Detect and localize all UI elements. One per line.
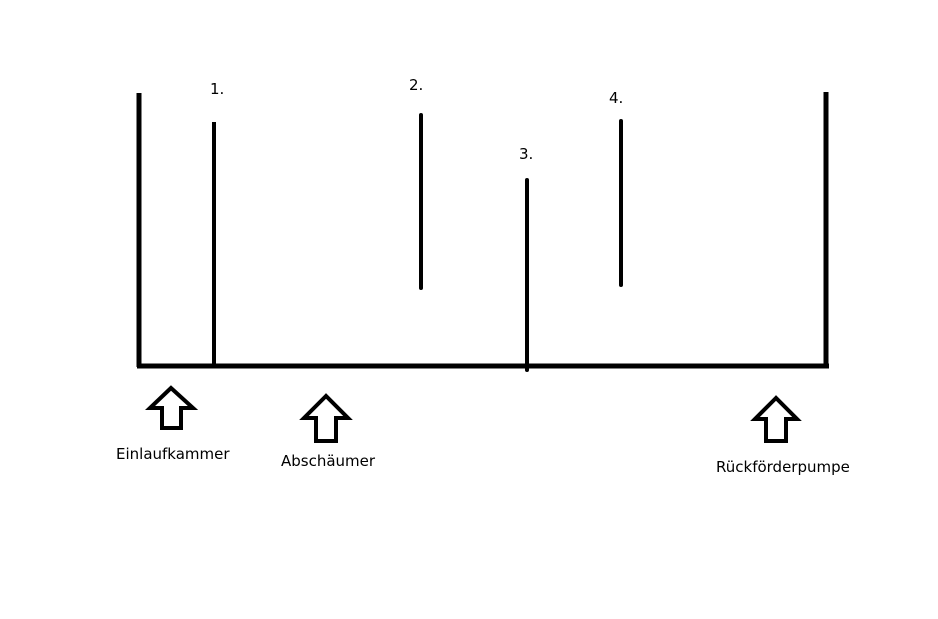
label-einlaufkammer: Einlaufkammer (116, 445, 230, 463)
label-rueckfoerderpumpe: Rückförderpumpe (716, 458, 850, 476)
label-abschaeumer: Abschäumer (281, 452, 376, 470)
baffle-number-4: 4. (609, 89, 624, 107)
baffle-number-3: 3. (519, 145, 534, 163)
baffle-number-1: 1. (210, 80, 225, 98)
arrow-up-icon (299, 393, 353, 443)
arrow-up-icon (145, 385, 199, 430)
arrow-up-icon (750, 395, 802, 443)
baffle-number-2: 2. (409, 76, 424, 94)
